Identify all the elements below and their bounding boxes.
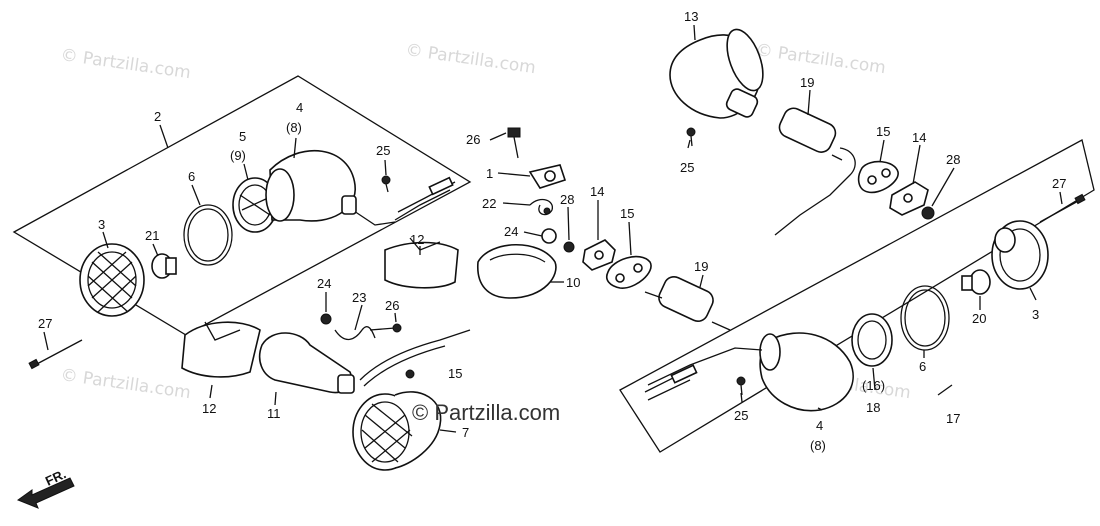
callout-27-right: 27 bbox=[1052, 176, 1066, 191]
callout-22: 22 bbox=[482, 196, 496, 211]
right-assembly-frame bbox=[619, 139, 1095, 453]
relay-19-upper bbox=[774, 107, 856, 236]
watermark-3: © Partzilla.com bbox=[754, 40, 887, 78]
callout-5: 5 bbox=[239, 129, 246, 144]
callout-4-left: 4 bbox=[296, 100, 303, 115]
screw-24-lower bbox=[320, 313, 332, 325]
callout-15-right: 15 bbox=[876, 124, 890, 139]
grommet-14-left bbox=[582, 239, 616, 271]
callout-12-upper: 12 bbox=[410, 232, 424, 247]
left-bulb-21 bbox=[151, 253, 177, 279]
callout-4-right: 4 bbox=[816, 418, 823, 433]
screw-26-top bbox=[507, 127, 521, 159]
harness-22 bbox=[529, 198, 553, 216]
callouts: 2 3 4 (8) 5 (9) 6 21 27 25 26 1 22 24 28… bbox=[38, 9, 1066, 453]
callout-25-top: 25 bbox=[376, 143, 390, 158]
nut-28-left bbox=[563, 241, 575, 253]
callout-13: 13 bbox=[684, 9, 698, 24]
callout-28-right: 28 bbox=[946, 152, 960, 167]
left-lens-3 bbox=[79, 243, 145, 317]
callout-23: 23 bbox=[352, 290, 366, 305]
callout-15-left: 15 bbox=[620, 206, 634, 221]
center-watermark: © Partzilla.com bbox=[412, 400, 560, 425]
callout-2: 2 bbox=[154, 109, 161, 124]
callout-25-lower-right: 25 bbox=[734, 408, 748, 423]
callout-28-left: 28 bbox=[560, 192, 574, 207]
right-housing-4 bbox=[647, 332, 854, 412]
nut-28-right bbox=[921, 206, 935, 220]
callout-12-lower: 12 bbox=[202, 401, 216, 416]
relay-19-center bbox=[644, 276, 731, 331]
clamp-1 bbox=[528, 164, 567, 189]
stay-11 bbox=[258, 332, 355, 394]
callout-26-lower: 26 bbox=[385, 298, 399, 313]
screw-27-left bbox=[28, 339, 83, 370]
callout-10: 10 bbox=[566, 275, 580, 290]
bracket-12-lower bbox=[181, 321, 261, 378]
callout-3-left: 3 bbox=[98, 217, 105, 232]
watermark-4: © Partzilla.com bbox=[59, 365, 192, 403]
left-wire-connector bbox=[394, 176, 456, 221]
front-arrow-icon bbox=[16, 477, 75, 509]
callout-25-upper-right: 25 bbox=[680, 160, 694, 175]
callout-26-top: 26 bbox=[466, 132, 480, 147]
callout-18: 18 bbox=[866, 400, 880, 415]
callout-21: 21 bbox=[145, 228, 159, 243]
callout-24-lower: 24 bbox=[317, 276, 331, 291]
callout-11: 11 bbox=[267, 406, 281, 421]
grommet-15-right bbox=[857, 160, 899, 194]
right-wire-connector bbox=[644, 364, 698, 401]
left-gasket-6 bbox=[183, 204, 233, 266]
callout-19-center: 19 bbox=[694, 259, 708, 274]
front-lamp-7 bbox=[352, 391, 442, 471]
left-housing-4 bbox=[265, 149, 396, 226]
callout-20: 20 bbox=[972, 311, 986, 326]
callout-9: (9) bbox=[230, 148, 246, 163]
callout-14-right: 14 bbox=[912, 130, 926, 145]
callout-14-left: 14 bbox=[590, 184, 604, 199]
watermark-1: © Partzilla.com bbox=[59, 45, 192, 83]
screw-25-lower-right bbox=[736, 376, 746, 396]
right-lens-3 bbox=[991, 220, 1049, 290]
screw-25-top bbox=[381, 175, 391, 193]
grommet-15-left bbox=[605, 255, 652, 289]
callout-8-right: (8) bbox=[810, 438, 826, 453]
right-bulb-20 bbox=[961, 269, 991, 295]
wire-lead-lower bbox=[359, 329, 471, 387]
callout-8-left: (8) bbox=[286, 120, 302, 135]
screw-27-right bbox=[1039, 193, 1086, 223]
harness-23 bbox=[334, 326, 376, 341]
watermark-2: © Partzilla.com bbox=[404, 40, 537, 78]
right-lens-rim-18 bbox=[851, 313, 893, 367]
screw-24-top bbox=[541, 228, 557, 244]
callout-16: (16) bbox=[862, 378, 885, 393]
screw-25-lower bbox=[405, 369, 415, 379]
callout-7: 7 bbox=[462, 425, 469, 440]
screw-25-upper-right bbox=[686, 127, 696, 147]
leader-lines bbox=[43, 24, 1063, 433]
screw-26-lower bbox=[369, 323, 402, 333]
callout-3-right: 3 bbox=[1032, 307, 1039, 322]
callout-1: 1 bbox=[486, 166, 493, 181]
bracket-12-upper bbox=[384, 237, 459, 289]
callout-6-right: 6 bbox=[919, 359, 926, 374]
grommet-14-right bbox=[889, 181, 929, 216]
callout-6-left: 6 bbox=[188, 169, 195, 184]
callout-27-left: 27 bbox=[38, 316, 52, 331]
callout-17: 17 bbox=[946, 411, 960, 426]
callout-19-upper: 19 bbox=[800, 75, 814, 90]
callout-24-top: 24 bbox=[504, 224, 518, 239]
stay-10 bbox=[477, 244, 557, 299]
callout-15-lower: 15 bbox=[448, 366, 462, 381]
right-gasket-6 bbox=[900, 285, 950, 351]
rear-lamp-13 bbox=[669, 28, 764, 119]
